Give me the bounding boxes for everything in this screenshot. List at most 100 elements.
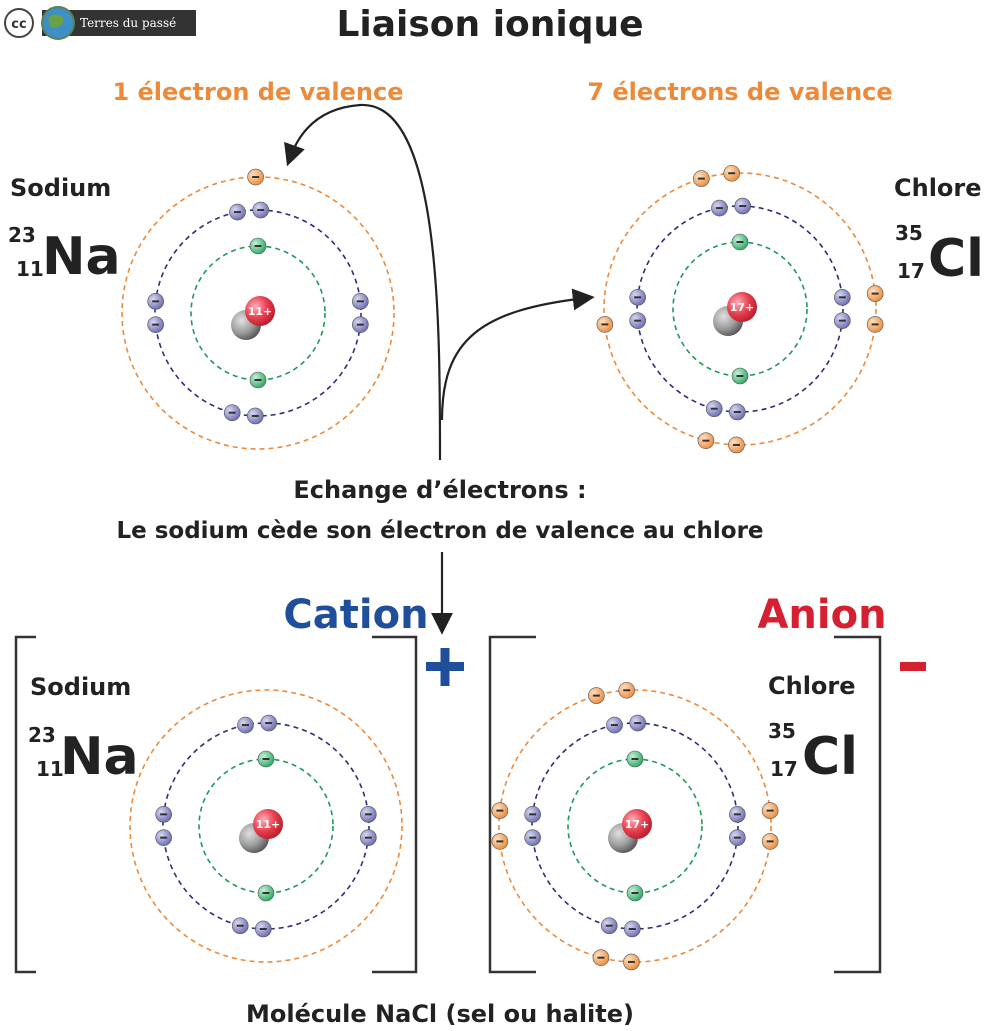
svg-text:Cl: Cl [802,727,858,787]
electron-sign [631,892,639,894]
cation-bracket-left [14,635,36,974]
electron-sign [736,375,744,377]
electron-sign [710,407,718,410]
electron-sign [259,927,267,930]
electron-sign [265,722,273,725]
electron-transfer-arrow-to-valence [284,103,442,461]
electron-sign [739,205,747,208]
electron-sign [262,892,270,894]
electron-sign [732,443,740,446]
electron-sign [496,840,504,843]
electron-sign [356,323,364,326]
electron-sign [838,319,846,322]
electron-sign [236,924,244,927]
electron-sign [529,836,537,839]
electron-sign [733,410,741,413]
logo: cc Terres du passé [2,4,196,42]
electron-sign [254,245,262,247]
electron-sign [702,439,710,442]
cc-text: cc [11,17,26,32]
electron-sign [634,319,642,322]
electron-sign [627,960,635,963]
electron-sign [160,836,168,839]
electron-sign [733,836,741,839]
svg-text:35: 35 [768,719,796,743]
svg-text:35: 35 [895,221,923,245]
molecule-caption: Molécule NaCl (sel ou halite) [246,1000,634,1028]
sodium-valence-label: 1 électron de valence [112,78,403,106]
electron-sign [228,411,236,414]
electron-sign [257,209,265,212]
sodium-label-bottom: Sodium 23 11 Na [28,673,139,787]
electron-sign [728,172,736,175]
electron-sign [152,300,160,303]
nucleus-charge: 17+ [730,301,755,314]
svg-text:Na: Na [42,227,121,287]
electron-sign [838,296,846,299]
svg-text:Chlore: Chlore [894,174,982,202]
electron-sign [766,809,774,812]
chlorine-label-top: Chlore 35 17 Cl [894,174,984,289]
electron-sign [871,292,879,295]
svg-text:11: 11 [16,257,44,281]
electron-sign [529,813,537,816]
electron-sign [262,758,270,760]
svg-text:23: 23 [8,223,36,247]
electron-sign [233,211,241,214]
minus-sign [900,662,926,671]
electron-shell [498,689,772,963]
page-title: Liaison ionique [336,4,643,45]
svg-text:17: 17 [770,757,798,781]
electron-sign [623,689,631,692]
electron-sign [592,694,600,697]
sodium-atom-top: 11+ [121,168,395,450]
electron-sign [152,323,160,326]
nucleus-charge: 11+ [248,305,273,318]
svg-text:Chlore: Chlore [768,672,856,700]
exchange-description: Le sodium cède son électron de valence a… [116,518,763,544]
chlorine-atom-top: 17+ [596,164,884,454]
electron-sign [736,241,744,243]
svg-text:17: 17 [897,259,925,283]
electron-sign [766,840,774,843]
svg-text:Sodium: Sodium [10,174,111,202]
electron-sign [628,927,636,930]
nucleus [253,809,283,839]
electron-shell [162,722,370,930]
anion-bracket-right [834,635,882,974]
svg-text:Cl: Cl [928,229,984,289]
electron-sign [715,207,723,210]
nucleus-charge: 17+ [625,818,650,831]
electron-sign [364,836,372,839]
electron-sign [634,722,642,725]
electron-sign [697,177,705,180]
svg-text:23: 23 [28,723,56,747]
electron-sign [634,296,642,299]
cation-label: Cation [283,592,428,638]
sodium-label-top: Sodium 23 11 Na [8,174,121,287]
nucleus [622,809,652,839]
cation-bracket-right [372,635,418,974]
electron-shell [603,172,877,446]
svg-text:11: 11 [36,757,64,781]
electron-sign [601,323,609,326]
electron-shell [154,209,362,417]
exchange-title: Echange d’électrons : [293,476,586,504]
chlorine-valence-label: 7 électrons de valence [587,78,892,106]
electron-sign [241,724,249,727]
anion-bracket-left [488,635,536,974]
electron-sign [252,176,260,179]
electron-shell [636,205,844,413]
electron-sign [160,813,168,816]
chlorine-atom-bottom: 17+ [491,681,779,971]
electron-sign [610,724,618,727]
electron-sign [356,300,364,303]
nucleus [727,292,757,322]
anion-label: Anion [757,592,886,638]
electron-sign [364,813,372,816]
electron-shell [531,722,739,930]
nucleus [245,296,275,326]
cc-icon [4,8,34,38]
sodium-atom-bottom: 11+ [129,689,403,963]
